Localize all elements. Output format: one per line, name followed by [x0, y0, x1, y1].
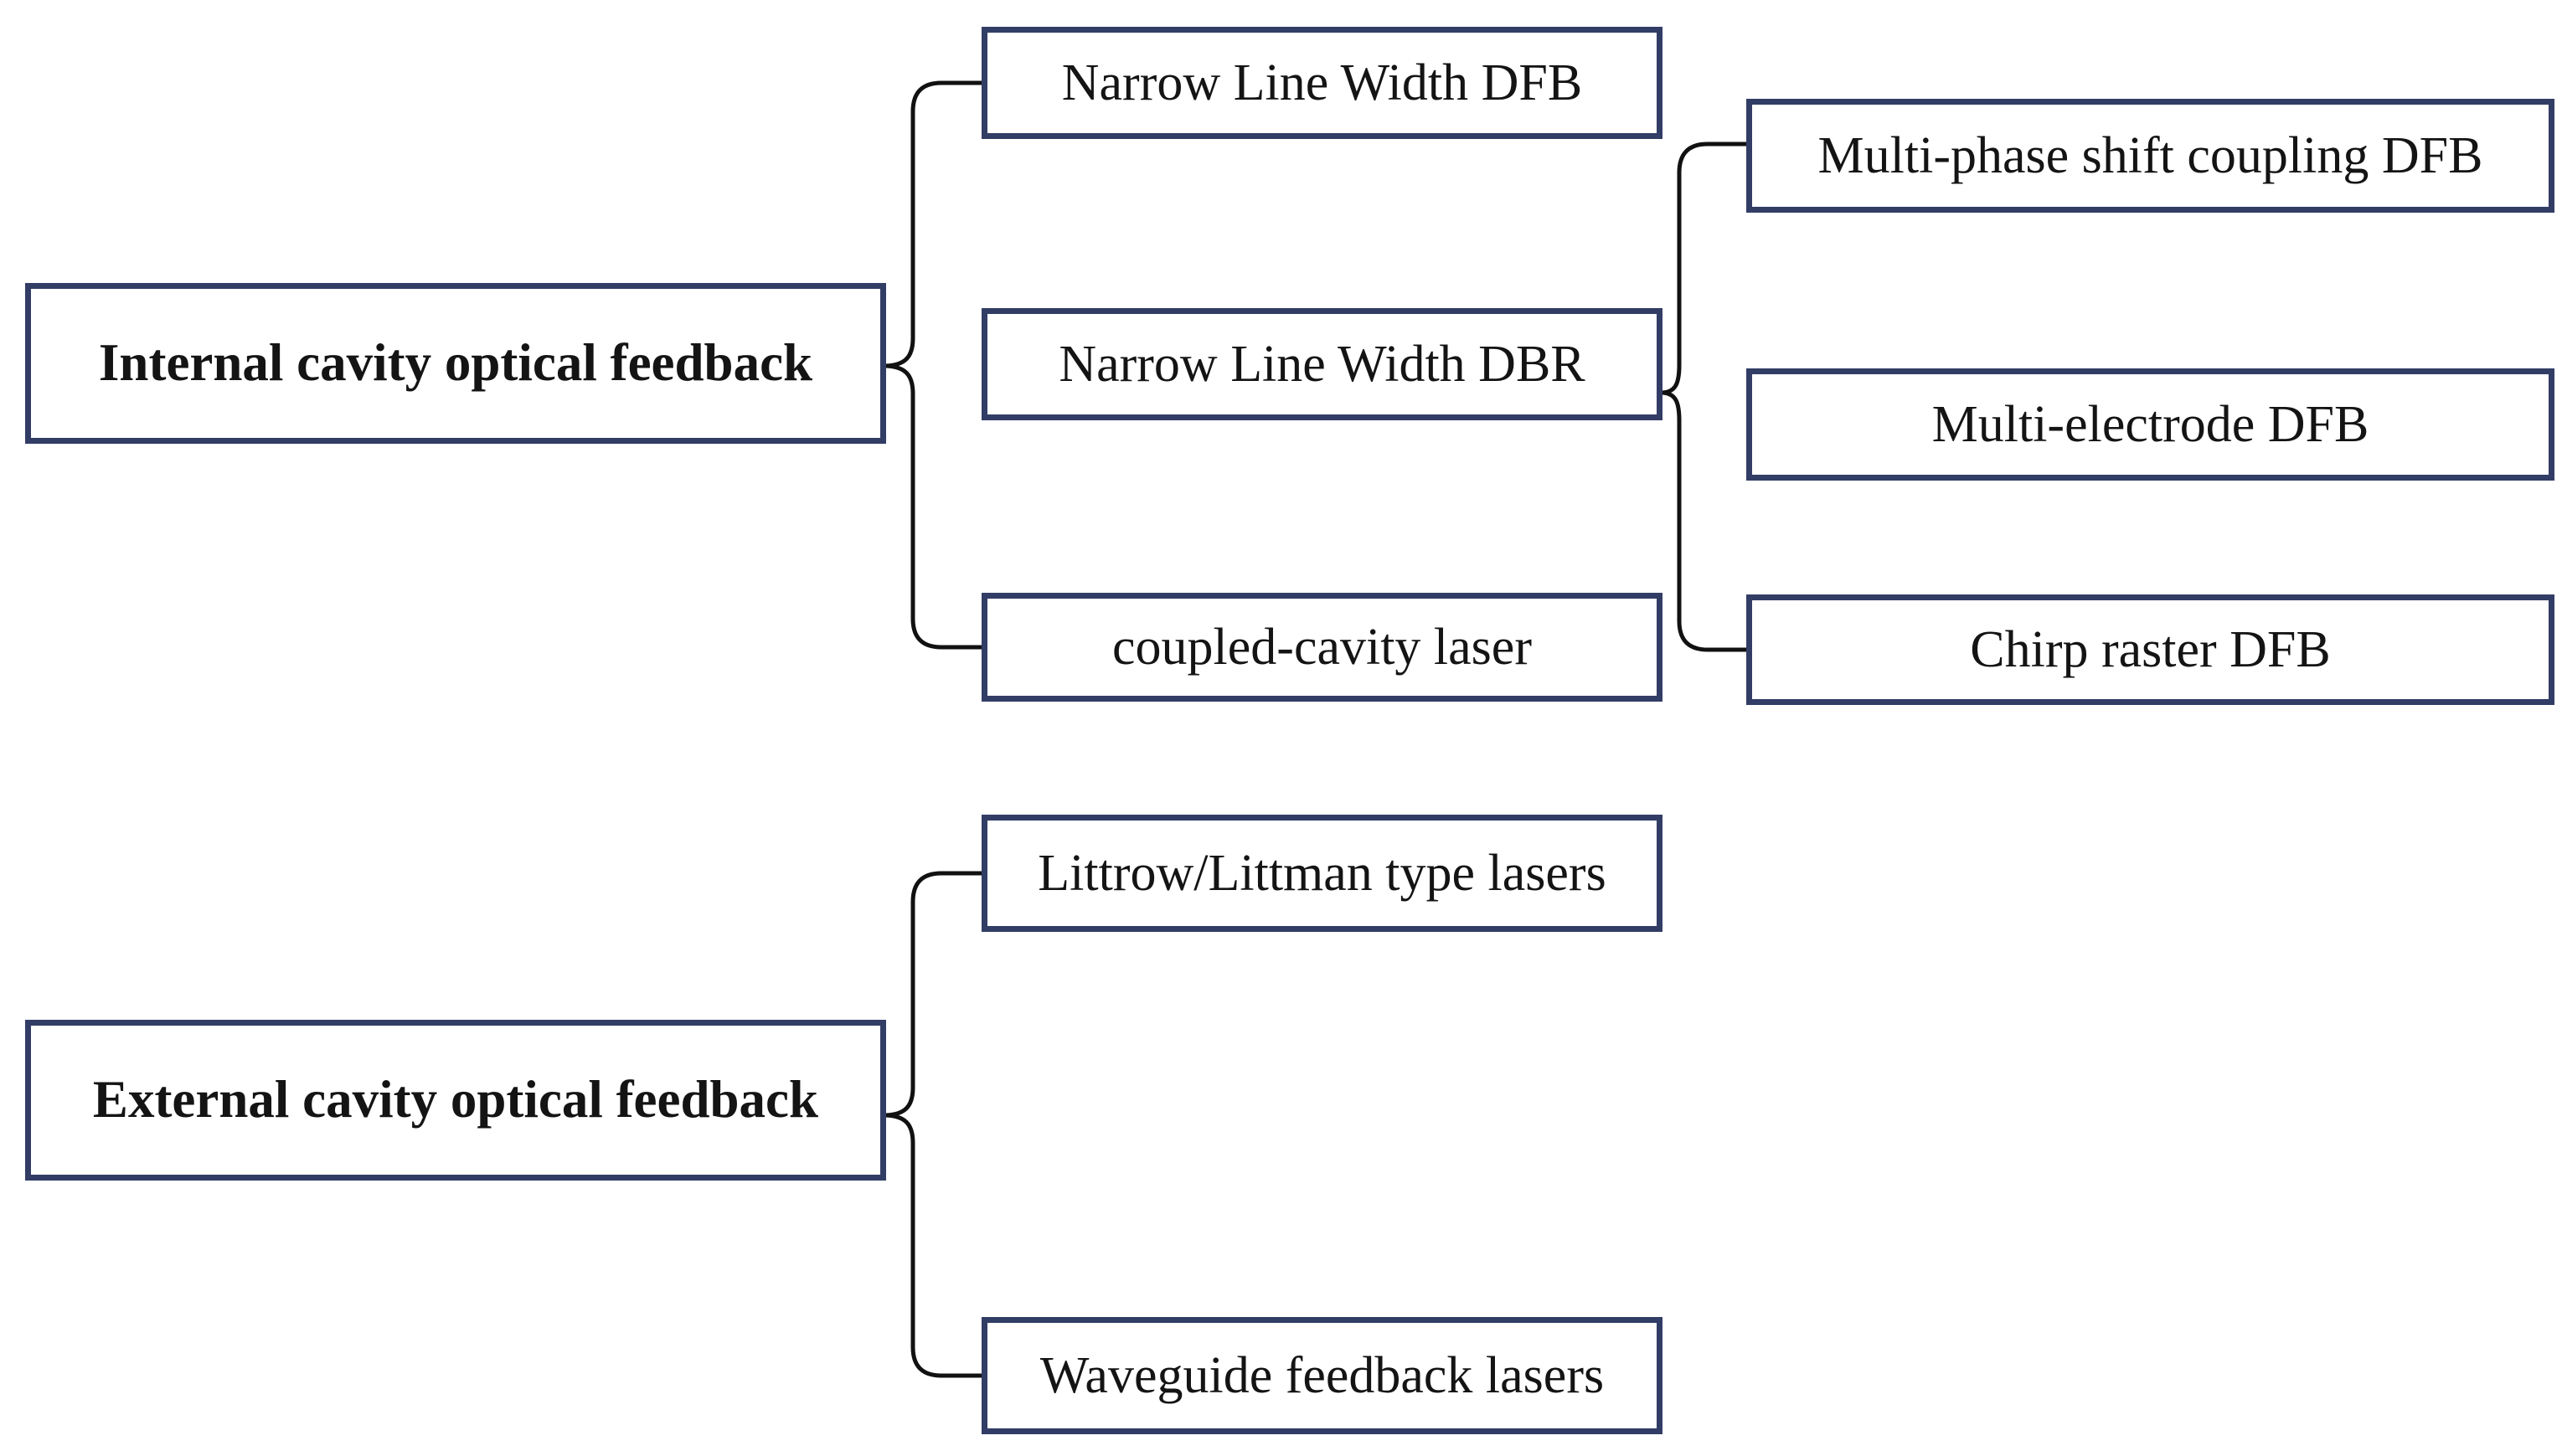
node-narrow-line-width-dfb: Narrow Line Width DFB: [982, 27, 1662, 139]
brace-dbr-to-right: [1662, 141, 1746, 652]
node-label: Multi-electrode DFB: [1931, 395, 2369, 453]
node-external-cavity-optical-feedback: External cavity optical feedback: [25, 1020, 886, 1181]
node-littrow-littman-type-lasers: Littrow/Littman type lasers: [982, 815, 1662, 932]
node-label: External cavity optical feedback: [92, 1070, 819, 1129]
node-narrow-line-width-dbr: Narrow Line Width DBR: [982, 308, 1662, 420]
brace-external-lower-arm: [885, 1113, 982, 1378]
node-label: Chirp raster DFB: [1970, 620, 2331, 678]
node-multi-electrode-dfb: Multi-electrode DFB: [1746, 368, 2554, 481]
node-label: coupled-cavity laser: [1112, 618, 1532, 676]
node-label: Multi-phase shift coupling DFB: [1817, 126, 2483, 184]
node-label: Littrow/Littman type lasers: [1038, 844, 1606, 902]
node-internal-cavity-optical-feedback: Internal cavity optical feedback: [25, 283, 886, 444]
node-waveguide-feedback-lasers: Waveguide feedback lasers: [982, 1317, 1662, 1434]
brace-internal-lower-arm: [885, 363, 982, 650]
node-chirp-raster-dfb: Chirp raster DFB: [1746, 594, 2554, 705]
node-coupled-cavity-laser: coupled-cavity laser: [982, 593, 1662, 702]
brace-internal-to-middle: [885, 80, 982, 650]
node-label: Waveguide feedback lasers: [1039, 1346, 1605, 1404]
brace-external-upper-arm: [885, 871, 982, 1118]
brace-internal-upper-arm: [885, 80, 982, 368]
node-label: Narrow Line Width DFB: [1061, 54, 1583, 111]
node-multi-phase-shift-coupling-dfb: Multi-phase shift coupling DFB: [1746, 99, 2554, 213]
node-label: Internal cavity optical feedback: [98, 333, 813, 393]
brace-dbr-upper-arm: [1662, 141, 1746, 395]
brace-external-to-middle: [885, 871, 982, 1378]
brace-dbr-lower-arm: [1662, 390, 1746, 652]
node-label: Narrow Line Width DBR: [1059, 335, 1585, 393]
